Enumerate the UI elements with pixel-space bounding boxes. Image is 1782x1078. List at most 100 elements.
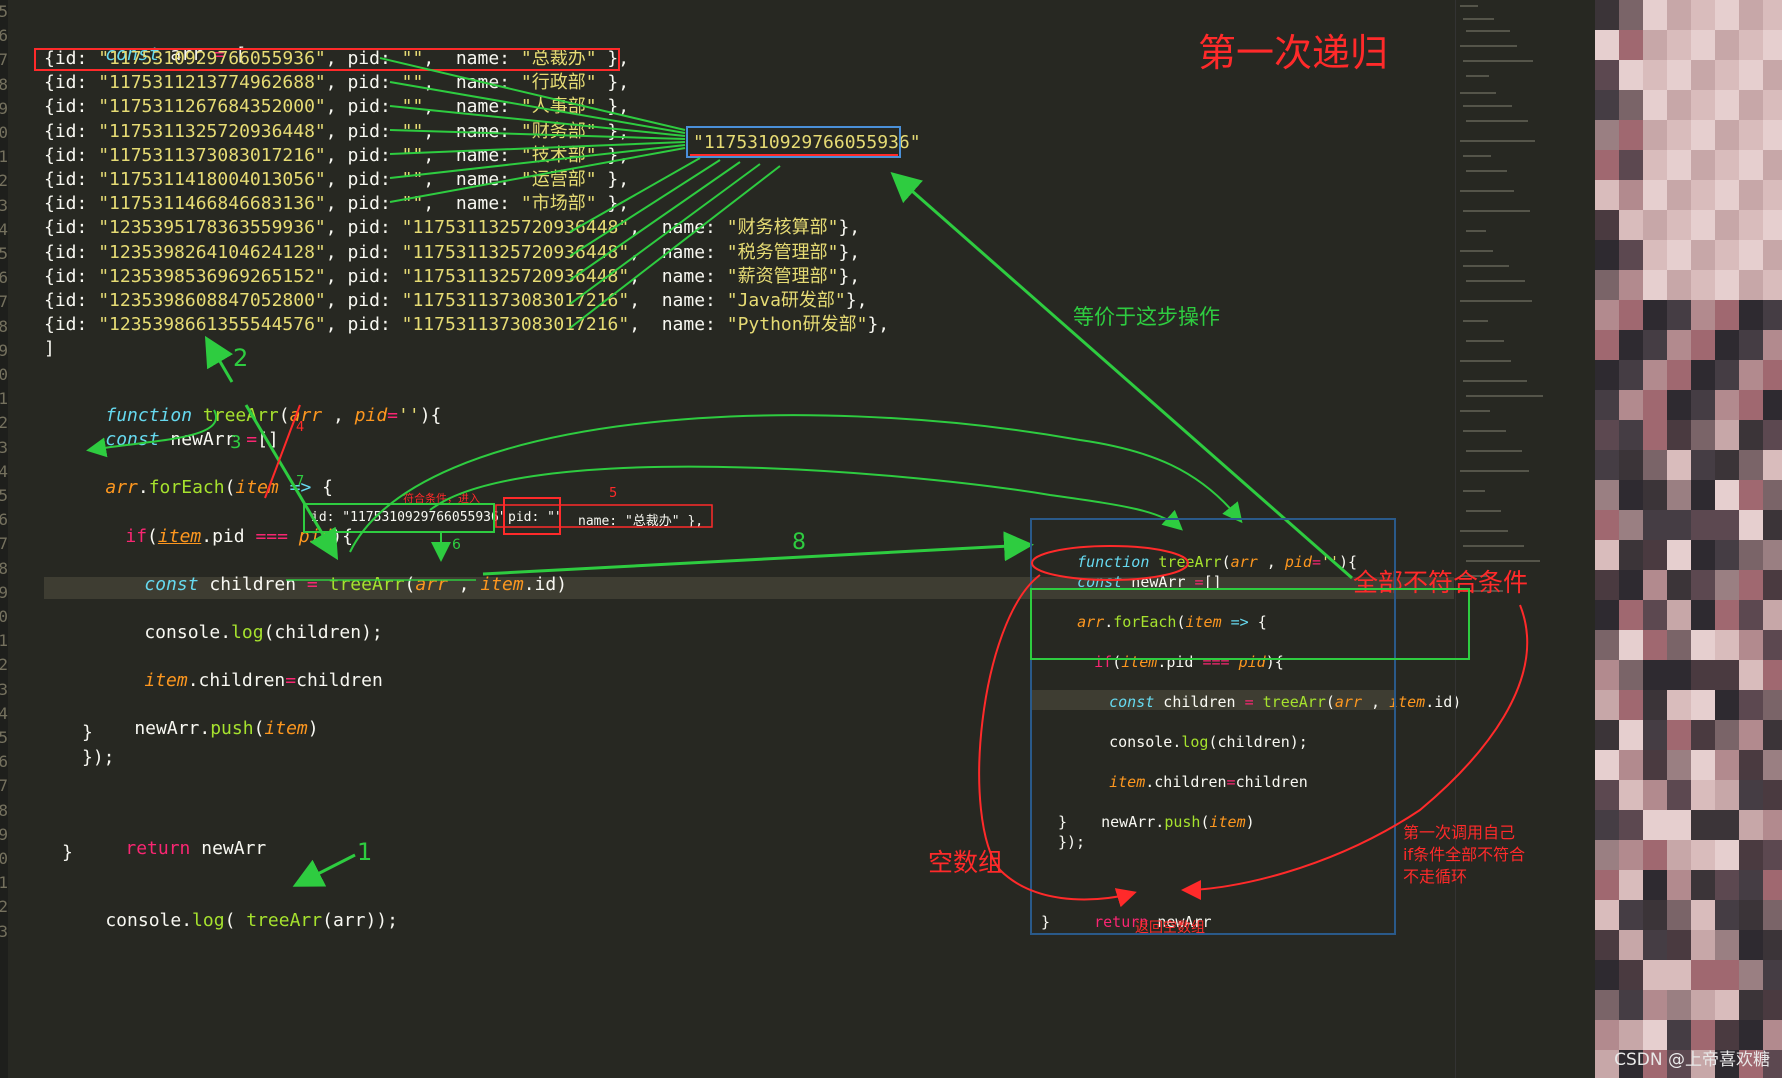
log-children-line[interactable]: console.log(children); [144,622,383,643]
assign-children-line[interactable]: item.children=children [144,670,383,691]
pixel-block [1643,840,1667,870]
pixel-block [1619,390,1643,420]
pixel-block [1619,60,1643,90]
pixel-block [1763,750,1782,780]
pixel-block [1739,450,1763,480]
minimap-line [1466,395,1543,397]
annotation-first-call-note: 第一次调用自己 if条件全部不符合 不走循环 [1403,822,1525,888]
array-row[interactable]: {id: "1175311213774962688", pid: "", nam… [44,72,630,94]
pixel-block [1715,510,1739,540]
pixel-block [1619,750,1643,780]
pixel-block [1643,480,1667,510]
return-line[interactable]: return newArr [125,838,267,859]
pixel-block [1691,570,1715,600]
pixel-block [1643,120,1667,150]
pixel-block [1739,900,1763,930]
array-row[interactable]: {id: "1235398661355544576", pid: "117531… [44,314,890,336]
array-row[interactable]: {id: "1235398608847052800", pid: "117531… [44,290,868,311]
pixel-block [1739,480,1763,510]
minimap-line [1463,545,1524,547]
pixel-block [1739,930,1763,960]
array-row[interactable]: {id: "1175311325720936448", pid: "", nam… [44,120,630,142]
pixel-block [1763,360,1782,390]
snapshot-function-close: } [1041,913,1051,931]
array-row[interactable]: {id: "1175310929766055936", pid: "", nam… [44,48,630,69]
pixel-block [1595,720,1619,750]
pixel-block [1715,300,1739,330]
row-id: "1175311325720936448" [98,120,326,142]
annotation-first-recursion: 第一次递归 [1198,31,1389,75]
pixel-block [1643,690,1667,720]
pixel-block [1643,1020,1667,1050]
pixel-block [1691,960,1715,990]
pixel-block [1595,480,1619,510]
pixel-block [1595,240,1619,270]
pixel-block [1715,240,1739,270]
pixel-block [1691,690,1715,720]
pixel-block [1667,90,1691,120]
array-row[interactable]: {id: "1235398536969265152", pid: "117531… [44,265,861,287]
row-id: "1175311213774962688" [98,72,326,94]
pixel-block [1595,180,1619,210]
pixel-block [1715,120,1739,150]
annotation-equivalent: 等价于这步操作 [1073,305,1220,329]
row-name: "总裁办" [520,48,597,69]
pixel-block [1739,600,1763,630]
minimap[interactable] [1455,0,1595,1078]
minimap-line [1460,530,1508,532]
pixel-block [1619,450,1643,480]
pixel-block [1715,720,1739,750]
pixel-block [1739,1020,1763,1050]
pixel-block [1667,360,1691,390]
array-row[interactable]: {id: "1235398264104624128", pid: "117531… [44,241,861,263]
array-row[interactable]: {id: "1235395178363559936", pid: "117531… [44,217,861,239]
minimap-line [1463,18,1494,20]
line-number: 4 [0,703,8,723]
pixel-block [1595,870,1619,900]
array-row[interactable]: {id: "1175311373083017216", pid: "", nam… [44,144,630,166]
step-number-5: 5 [609,486,618,501]
pixel-block [1619,30,1643,60]
pixel-block [1667,630,1691,660]
pixel-block [1715,390,1739,420]
pixel-block [1715,1020,1739,1050]
pixel-block [1739,360,1763,390]
array-row[interactable]: {id: "1175311267684352000", pid: "", nam… [44,96,630,118]
pixel-block [1739,0,1763,30]
minimap-line [1463,60,1533,62]
pixel-block [1643,1050,1667,1078]
pixel-block [1619,1020,1643,1050]
id-callout: "1175310929766055936" [693,132,921,153]
pixel-block [1667,0,1691,30]
pixel-block [1619,930,1643,960]
array-row[interactable]: {id: "1175311418004013056", pid: "", nam… [44,169,630,190]
snapshot-if-close: } [1058,813,1068,831]
pixel-block [1691,240,1715,270]
pixel-block [1595,30,1619,60]
line-number: 0 [0,123,8,142]
line-number: 3 [0,195,8,215]
pixel-block [1763,600,1782,630]
pixel-block [1739,720,1763,750]
call-line[interactable]: console.log( treeArr(arr)); [105,910,398,931]
pixel-block [1619,840,1643,870]
pixel-block [1763,810,1782,840]
pixel-block [1763,300,1782,330]
array-row[interactable]: {id: "1175311466846683136", pid: "", nam… [44,193,630,215]
minimap-line [1460,575,1487,577]
minimap-line [1466,280,1525,282]
pixel-block [1715,450,1739,480]
minimap-line [1466,450,1522,452]
pixel-block [1715,810,1739,840]
first-call-note-line-2: if条件全部不符合 [1403,845,1526,864]
pixel-block [1739,150,1763,180]
line-number: 1 [0,873,8,893]
line-number: 5 [0,728,8,747]
pixel-block [1691,180,1715,210]
push-line[interactable]: newArr.push(item) [134,718,319,739]
step-number-2: 2 [233,344,249,372]
pixel-block [1595,600,1619,630]
row-pid: "" [401,72,424,94]
minimap-line [1463,265,1509,267]
pixel-block [1667,870,1691,900]
